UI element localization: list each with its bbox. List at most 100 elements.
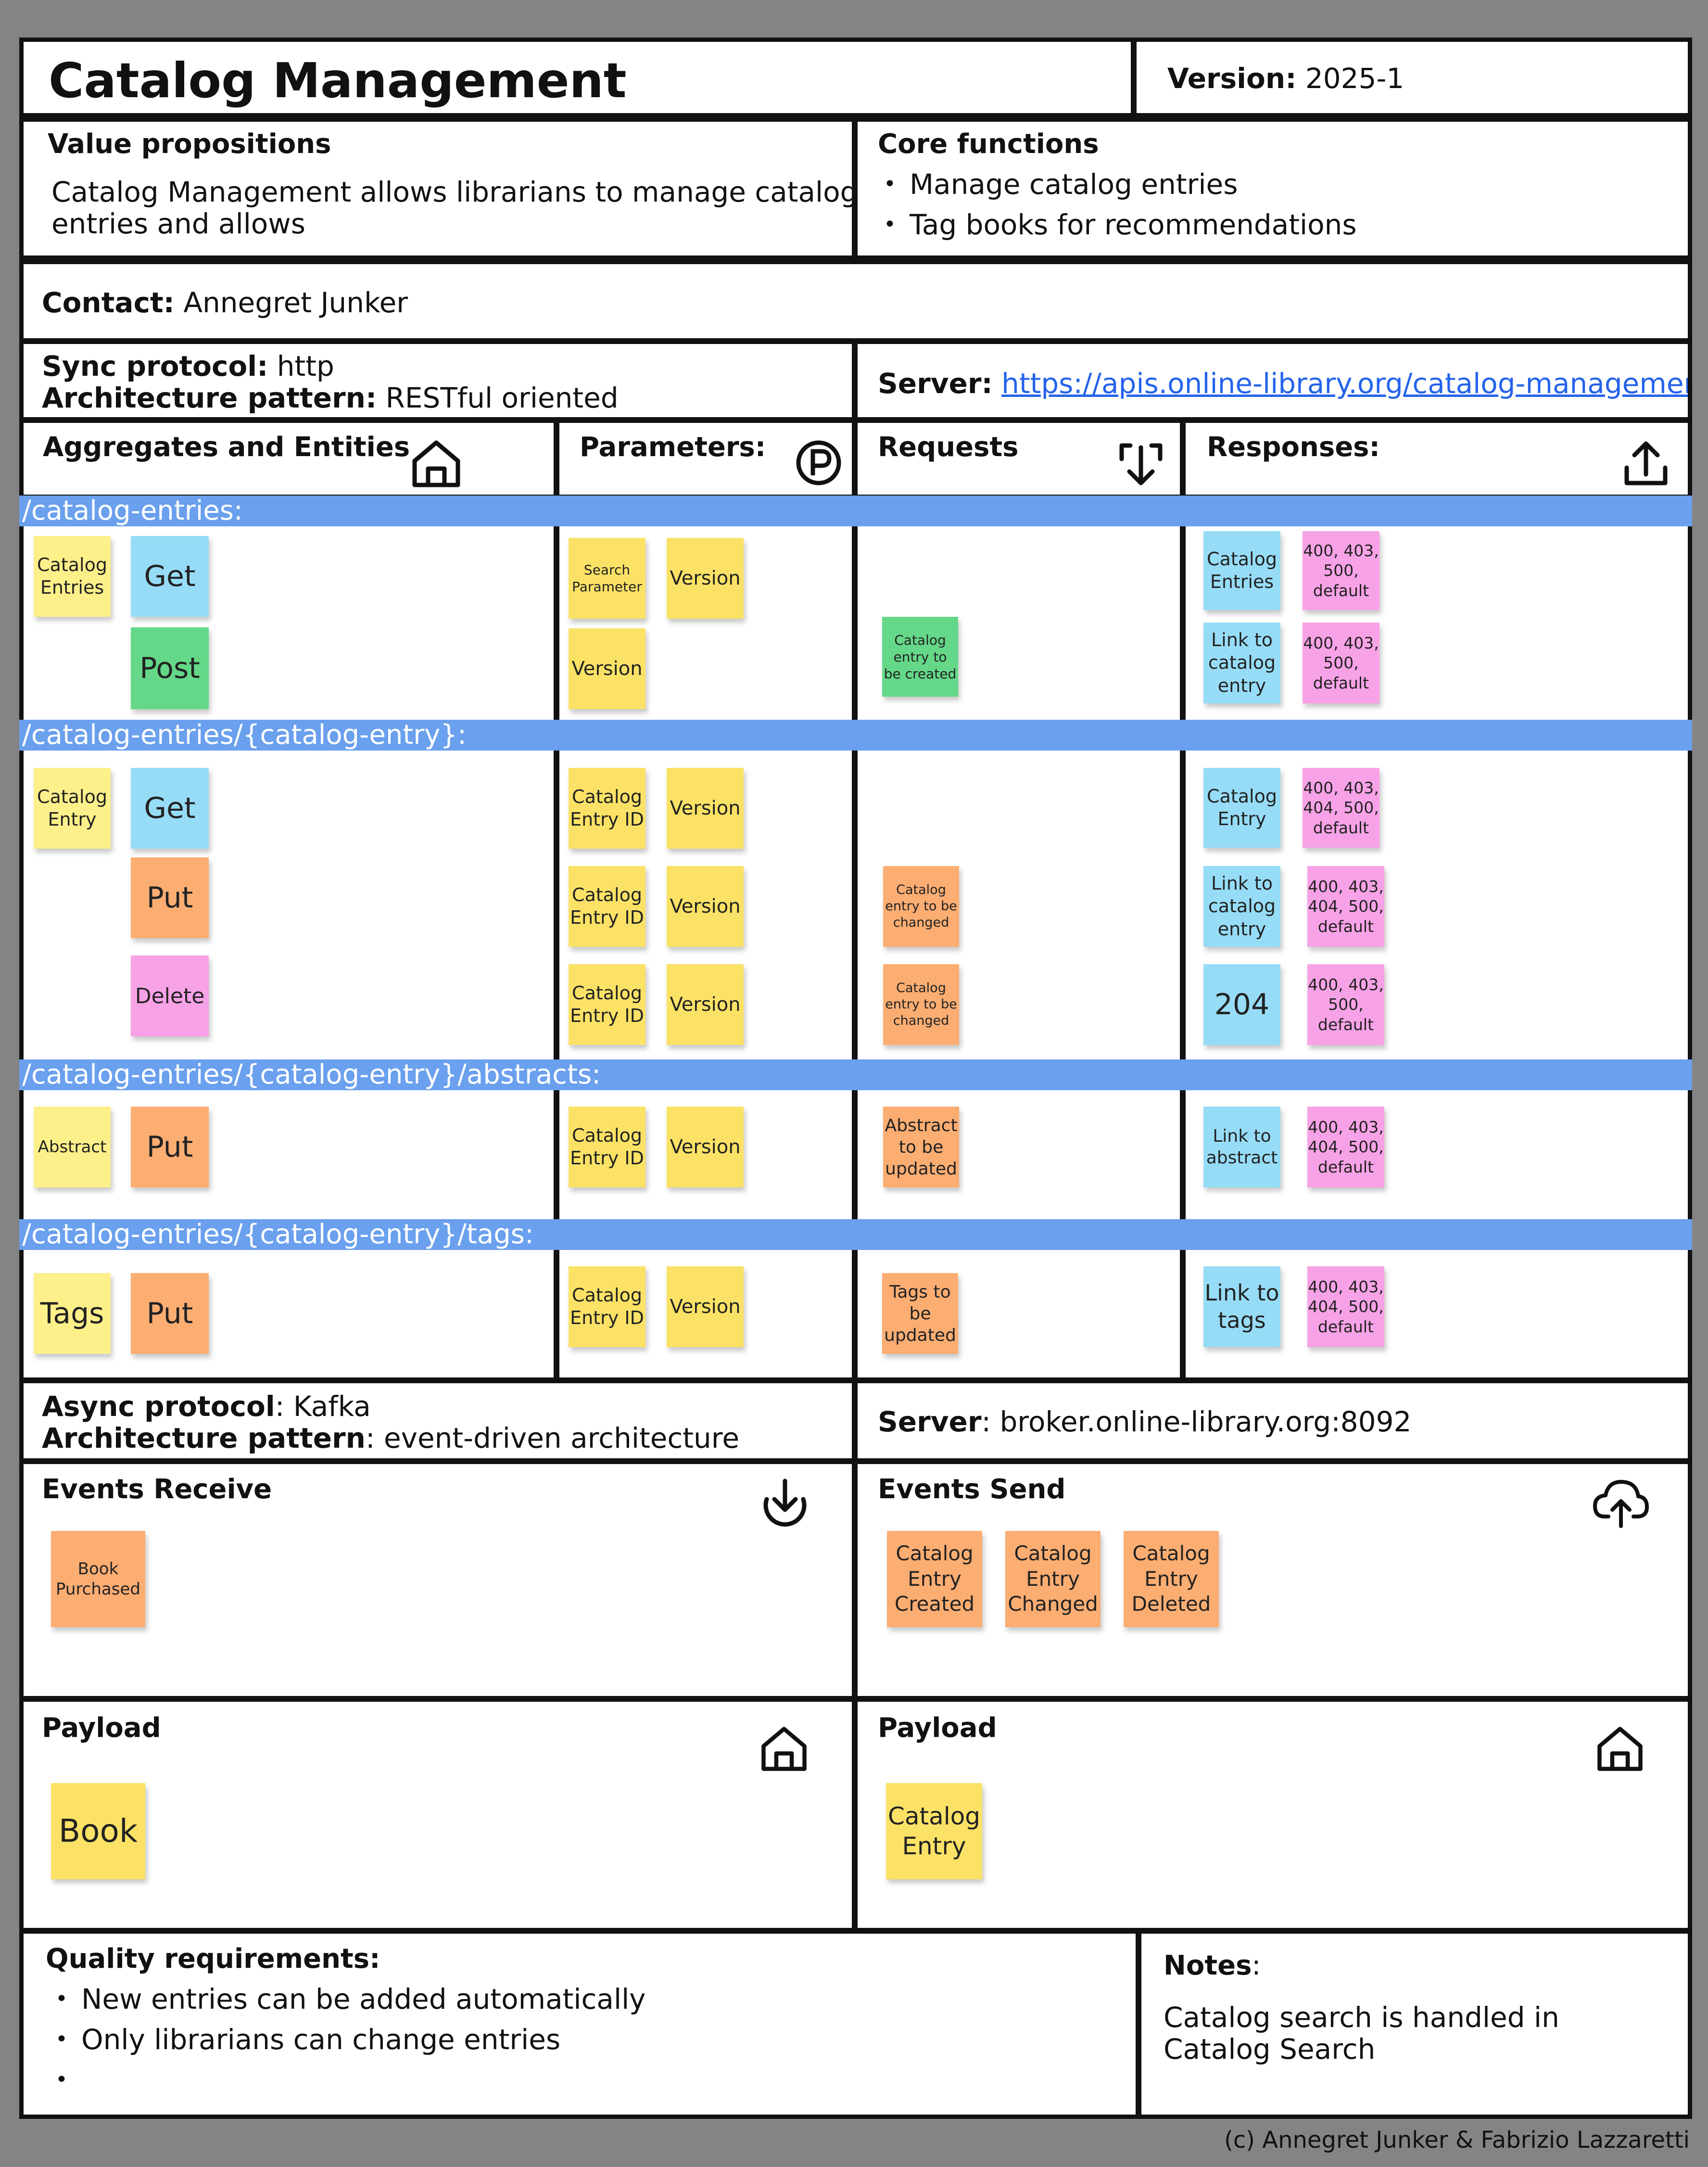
- notes-cell: Notes: Catalog search is handled in Cata…: [1137, 1929, 1692, 2119]
- payload-left-cell: Payload: [19, 1697, 856, 1932]
- parking-icon: [796, 440, 841, 485]
- home-icon: [1597, 1727, 1643, 1771]
- value-propositions-heading: Value propositions: [48, 128, 331, 160]
- core-functions-list: Manage catalog entries Tag books for rec…: [878, 164, 1357, 245]
- request-note: Catalog entry to be changed: [883, 866, 959, 947]
- verb-get-note: Get: [131, 536, 209, 617]
- event-send-note: Catalog Entry Changed: [1005, 1531, 1101, 1627]
- response-note: 400, 403, 404, 500, default: [1307, 866, 1384, 947]
- response-note: Link to tags: [1203, 1266, 1280, 1347]
- sync-protocol-label: Sync protocol:: [42, 350, 268, 382]
- path-bar-catalog-entries: /catalog-entries:: [19, 496, 1692, 526]
- verb-get-note: Get: [131, 768, 209, 849]
- sync-architecture-pattern: Architecture pattern: RESTful oriented: [42, 382, 619, 414]
- response-note: 400, 403, 404, 500, default: [1303, 768, 1379, 848]
- version-value: 2025-1: [1305, 62, 1404, 95]
- async-architecture-pattern: Architecture pattern: event-driven archi…: [42, 1422, 740, 1454]
- version-label: Version:: [1167, 62, 1297, 95]
- response-note: 400, 403, 404, 500, default: [1307, 1266, 1384, 1347]
- event-send-note: Catalog Entry Created: [887, 1531, 982, 1627]
- download-icon: [1119, 443, 1163, 485]
- async-server: Server: broker.online-library.org:8092: [878, 1405, 1412, 1438]
- response-note: Catalog Entry: [1203, 768, 1280, 848]
- async-server-value: broker.online-library.org:8092: [999, 1405, 1412, 1438]
- response-note: 400, 403, 500, default: [1303, 531, 1379, 610]
- path-bar-catalog-entry: /catalog-entries/{catalog-entry}:: [19, 720, 1692, 751]
- verb-put-note: Put: [131, 1273, 209, 1354]
- response-note: 400, 403, 404, 500, default: [1307, 1107, 1384, 1187]
- payload-right-cell: Payload: [853, 1697, 1692, 1932]
- async-protocol-label: Async protocol: [42, 1390, 275, 1423]
- sync-protocol-cell: Sync protocol: http Architecture pattern…: [19, 340, 856, 421]
- cloud-upload-icon: [1593, 1479, 1649, 1528]
- sync-server-cell: Server: https://apis.online-library.org/…: [853, 340, 1692, 421]
- contact-label: Contact:: [42, 286, 175, 319]
- notes-heading: Notes:: [1164, 1950, 1261, 1981]
- title-cell: Catalog Management: [19, 38, 1135, 117]
- response-note: 204: [1203, 964, 1280, 1045]
- sync-pattern-label: Architecture pattern:: [42, 382, 377, 414]
- request-note: Abstract to be updated: [883, 1107, 959, 1187]
- async-pattern-value: event-driven architecture: [383, 1422, 740, 1454]
- param-note: Search Parameter: [569, 538, 645, 619]
- sync-server: Server: https://apis.online-library.org/…: [878, 367, 1692, 400]
- quality-requirement-item: [50, 2060, 646, 2100]
- upload-icon: [1624, 441, 1668, 485]
- request-note: Catalog entry to be changed: [883, 964, 959, 1045]
- value-propositions-line-1: Catalog Management allows librarians to …: [51, 176, 856, 208]
- payload-note: Book: [51, 1783, 145, 1879]
- core-function-item: Tag books for recommendations: [878, 204, 1357, 245]
- response-note: Link to catalog entry: [1203, 623, 1280, 703]
- param-note: Version: [667, 866, 744, 947]
- aggregates-heading: Aggregates and Entities: [43, 432, 410, 463]
- aggregate-note: Catalog Entries: [34, 536, 111, 617]
- notes-line-2: Catalog Search: [1164, 2033, 1376, 2065]
- async-protocol: Async protocol: Kafka: [42, 1390, 371, 1423]
- sync-protocol-value: http: [277, 350, 334, 382]
- home-icon: [412, 440, 460, 487]
- sync-protocol: Sync protocol: http: [42, 350, 334, 382]
- core-functions-heading: Core functions: [878, 128, 1099, 160]
- async-server-label: Server: [878, 1405, 982, 1438]
- contact-value: Annegret Junker: [183, 286, 408, 319]
- notes-line-1: Catalog search is handled in: [1164, 2001, 1559, 2034]
- download-circle-icon: [763, 1479, 807, 1527]
- responses-heading: Responses:: [1207, 432, 1380, 463]
- quality-requirements-list: New entries can be added automatically O…: [50, 1979, 646, 2100]
- quality-requirement-item: Only librarians can change entries: [50, 2019, 646, 2060]
- verb-put-note: Put: [131, 857, 209, 938]
- param-note: Version: [667, 1107, 744, 1187]
- param-note: Version: [667, 768, 744, 849]
- sync-server-link[interactable]: https://apis.online-library.org/catalog-…: [1001, 367, 1692, 400]
- value-propositions-cell: Value propositions Catalog Management al…: [19, 117, 856, 260]
- home-icon: [761, 1727, 807, 1771]
- verb-post-note: Post: [131, 627, 209, 709]
- quality-requirements-cell: Quality requirements: New entries can be…: [19, 1929, 1140, 2119]
- response-note: Link to abstract: [1203, 1107, 1280, 1187]
- copyright: (c) Annegret Junker & Fabrizio Lazzarett…: [1224, 2127, 1690, 2154]
- requests-heading: Requests: [878, 432, 1019, 463]
- path-bar-tags: /catalog-entries/{catalog-entry}/tags:: [19, 1219, 1692, 1250]
- async-protocol-cell: Async protocol: Kafka Architecture patte…: [19, 1379, 856, 1463]
- param-note: Catalog Entry ID: [569, 1107, 645, 1187]
- response-note: Catalog Entries: [1203, 531, 1280, 610]
- param-note: Catalog Entry ID: [569, 964, 645, 1045]
- events-send-heading: Events Send: [878, 1474, 1066, 1505]
- version-cell: Version: 2025-1: [1132, 38, 1692, 117]
- response-note: 400, 403, 500, default: [1307, 964, 1384, 1045]
- aggregate-note: Catalog Entry: [34, 768, 111, 849]
- param-note: Catalog Entry ID: [569, 866, 645, 947]
- parameters-heading: Parameters:: [580, 432, 766, 463]
- param-note: Catalog Entry ID: [569, 1266, 645, 1347]
- events-receive-heading: Events Receive: [42, 1474, 272, 1505]
- events-receive-cell: Events Receive: [19, 1460, 856, 1700]
- sync-pattern-value: RESTful oriented: [385, 382, 619, 414]
- param-note: Catalog Entry ID: [569, 768, 645, 849]
- quality-requirements-heading: Quality requirements:: [46, 1943, 380, 1975]
- request-note: Tags to be updated: [882, 1273, 958, 1354]
- value-propositions-line-2: entries and allows: [51, 207, 305, 240]
- param-note: Version: [667, 1266, 744, 1347]
- response-note: 400, 403, 500, default: [1303, 623, 1379, 703]
- verb-put-note: Put: [131, 1107, 209, 1187]
- payload-note: Catalog Entry: [886, 1783, 982, 1879]
